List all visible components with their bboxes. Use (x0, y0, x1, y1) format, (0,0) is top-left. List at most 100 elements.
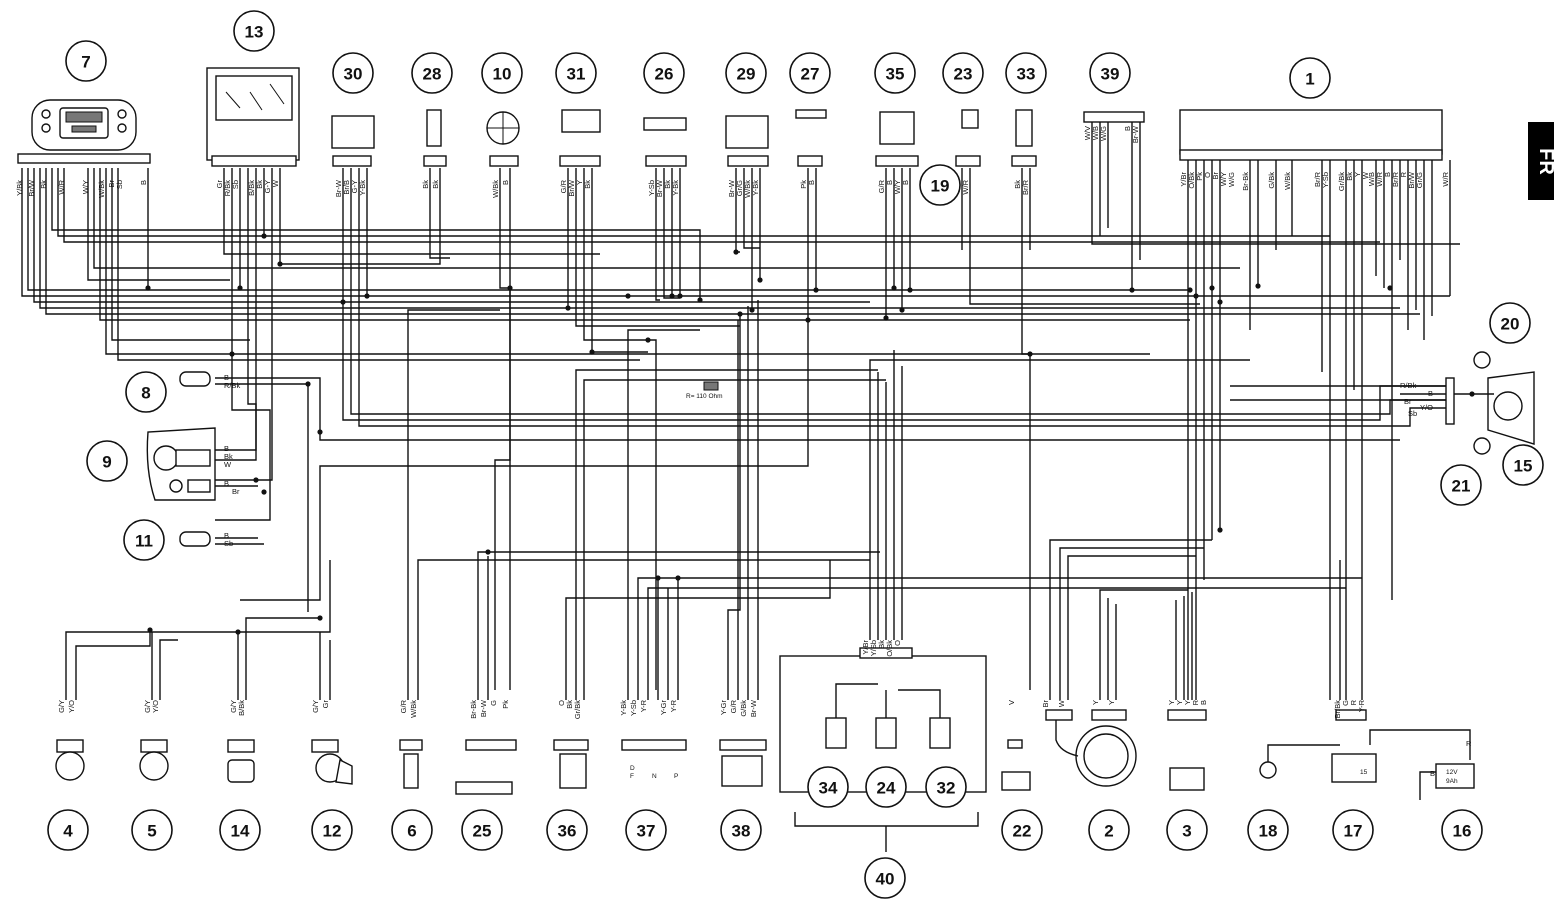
callout-number: 40 (876, 870, 895, 889)
wire-color-label: G (489, 700, 498, 706)
wire-color-label: Y/Sb (869, 640, 878, 656)
callout-number: 36 (558, 822, 577, 841)
wire-color-label: Pk (501, 700, 510, 709)
wire-color-label: Bk (583, 180, 592, 189)
wire-color-label: W/Bk (97, 180, 106, 198)
wire-color-label: B (1428, 389, 1433, 398)
wire-harness (21, 120, 1471, 800)
callout-number: 17 (1344, 822, 1363, 841)
wire-color-label: Y/Br (861, 640, 870, 655)
dashboard-component (17, 99, 151, 164)
callout-number: 19 (931, 177, 950, 196)
wire-color-label: Br (1211, 171, 1220, 179)
wire-color-label: Bk (421, 180, 430, 189)
wire-color-label: W/Y (81, 180, 90, 194)
bottom-components: D F N P 15 12V 9Ah (55, 647, 1475, 852)
wire-color-label: Gr (215, 180, 224, 189)
wire-color-label: Y-Bk (751, 180, 760, 196)
callout-circle-1 (1289, 57, 1331, 99)
wire-color-label: Br/W (27, 179, 36, 197)
wire-color-label: B (139, 180, 148, 185)
wire-color-label: Y-Bk (671, 180, 680, 196)
wire-color-label: O/Bk (1187, 172, 1196, 189)
callout-circle-33 (1005, 52, 1047, 94)
wire-color-label: V (1007, 700, 1016, 705)
callout-number: 6 (407, 822, 416, 841)
callout-circle-32 (925, 766, 967, 808)
wire-color-label: G/Y (311, 700, 320, 713)
wire-color-label: Y-Sb (1321, 172, 1330, 188)
svg-text:F: F (630, 773, 634, 780)
callout-circle-34 (807, 766, 849, 808)
svg-text:P: P (674, 773, 678, 780)
callout-circle-4 (47, 809, 89, 851)
wire-color-label: W/Bk (491, 180, 500, 198)
wire-color-label: B (1430, 769, 1435, 778)
callout-circle-25 (461, 809, 503, 851)
wire-color-label: B (1123, 126, 1132, 131)
wire-color-label: Y/Br (1179, 172, 1188, 187)
wire-color-label: R (1466, 739, 1472, 748)
callout-number: 18 (1259, 822, 1278, 841)
wire-color-label: B (901, 180, 910, 185)
callout-number: 32 (937, 779, 956, 798)
callout-number: 9 (102, 453, 111, 472)
callout-number: 37 (637, 822, 656, 841)
callout-number: 3 (1182, 822, 1191, 841)
wire-color-label: W (1057, 699, 1066, 707)
callout-circle-37 (625, 809, 667, 851)
wire-color-label: Y/Bk (15, 180, 24, 196)
callout-number: 31 (567, 65, 586, 84)
wire-color-label: Y-Gr (719, 700, 728, 716)
callout-number: 30 (344, 65, 363, 84)
wire-color-label: W/R (1441, 171, 1450, 186)
wire-color-label: Gr (321, 700, 330, 709)
callout-circle-21 (1440, 464, 1482, 506)
wire-color-label: Bk (565, 700, 574, 709)
wire-color-label: Y-R (1357, 699, 1366, 712)
callout-circle-6 (391, 809, 433, 851)
callout-circle-29 (725, 52, 767, 94)
callout-number: 1 (1305, 70, 1314, 89)
wire-color-label: Br/Bk (1333, 700, 1342, 719)
top-connectors (331, 109, 1443, 167)
wire-color-label: W/B (1367, 172, 1376, 186)
callout-number: 39 (1101, 65, 1120, 84)
wire-color-label: G (1341, 700, 1350, 706)
wire-color-label: Y-Sb (647, 180, 656, 196)
wire-color-label: B (1383, 172, 1392, 177)
callout-number: 27 (801, 65, 820, 84)
callout-number: 26 (655, 65, 674, 84)
wire-color-label: O/Bk (885, 640, 894, 657)
wire-color-label: G/Y (57, 700, 66, 713)
callout-circle-19 (919, 164, 961, 206)
callout-circle-30 (332, 52, 374, 94)
wire-color-label: W/V (1083, 126, 1092, 140)
wire-color-label: B (224, 373, 229, 382)
callout-number: 29 (737, 65, 756, 84)
wire-color-label: W/G (1099, 126, 1108, 141)
callout-circle-10 (481, 52, 523, 94)
callout-circle-5 (131, 809, 173, 851)
callout-circle-7 (65, 40, 107, 82)
wire-color-label: W/B (1091, 126, 1100, 140)
wire-color-label: O (893, 640, 902, 646)
wire-color-label: B (1199, 700, 1208, 705)
wire-color-label: Br-W (479, 699, 488, 717)
wire-color-label: Bk (431, 180, 440, 189)
callout-circle-15 (1502, 444, 1544, 486)
wire-color-label: W/Y (1219, 172, 1228, 186)
wire-color-label: R/Bk (1400, 381, 1417, 390)
callout-circle-22 (1001, 809, 1043, 851)
callout-number: 35 (886, 65, 905, 84)
wire-color-label: Y-Bk (619, 700, 628, 716)
callout-number: 8 (141, 384, 150, 403)
callout-circle-23 (942, 52, 984, 94)
callout-number: 16 (1453, 822, 1472, 841)
wire-color-label: G/Bk (1267, 172, 1276, 189)
wire-color-label: G/R (399, 699, 408, 713)
wire-color-label: W/Bk (409, 700, 418, 718)
wire-color-label: Gr/G (735, 180, 744, 196)
